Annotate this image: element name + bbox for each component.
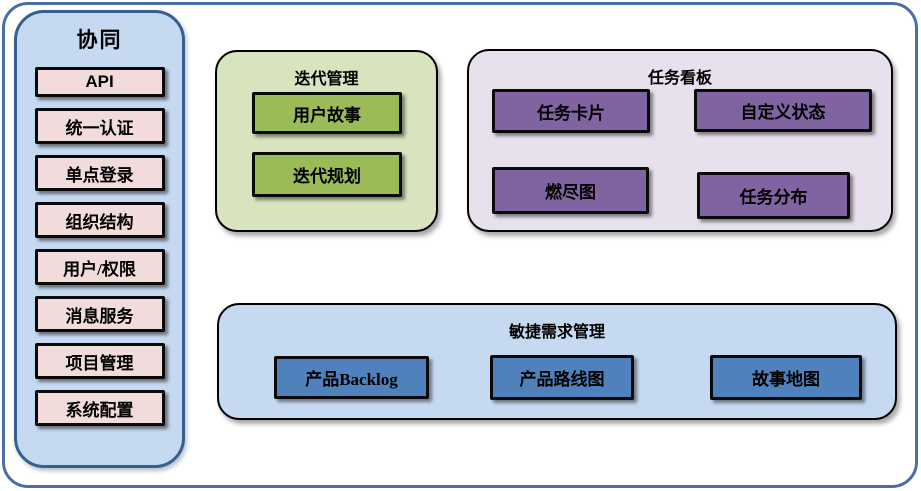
collaboration-panel-title: 协同 xyxy=(76,29,123,52)
sidebar-item-system-config: 系统配置 xyxy=(34,390,165,426)
iteration-group-title: 迭代管理 xyxy=(294,71,359,88)
kanban-item-task-card: 任务卡片 xyxy=(492,89,650,133)
requirements-item-product-backlog: 产品Backlog xyxy=(274,356,429,399)
requirements-group: 敏捷需求管理 产品Backlog 产品路线图 故事地图 xyxy=(217,303,897,420)
sidebar-item-message-service: 消息服务 xyxy=(34,296,165,332)
sidebar-item-unified-auth: 统一认证 xyxy=(34,108,165,144)
sidebar-item-sso: 单点登录 xyxy=(34,155,165,191)
requirements-item-story-map: 故事地图 xyxy=(710,355,862,400)
sidebar-item-api: API xyxy=(34,67,165,97)
iteration-group: 迭代管理 用户故事 迭代规划 xyxy=(215,50,438,232)
sidebar-item-user-permissions: 用户/权限 xyxy=(34,249,165,285)
kanban-group-title: 任务看板 xyxy=(647,70,712,87)
iteration-item-sprint-planning: 迭代规划 xyxy=(252,152,402,197)
sidebar-item-project-management: 项目管理 xyxy=(34,343,165,379)
collaboration-panel: 协同 API 统一认证 单点登录 组织结构 用户/权限 消息服务 项目管理 系统… xyxy=(14,10,185,468)
kanban-item-task-distribution: 任务分布 xyxy=(697,172,850,219)
requirements-group-title: 敏捷需求管理 xyxy=(508,324,605,341)
sidebar-item-org-structure: 组织结构 xyxy=(34,202,165,238)
requirements-item-product-roadmap: 产品路线图 xyxy=(490,355,634,400)
iteration-item-user-story: 用户故事 xyxy=(252,92,402,134)
kanban-item-custom-status: 自定义状态 xyxy=(694,89,872,132)
kanban-item-burndown-chart: 燃尽图 xyxy=(492,167,649,214)
kanban-group: 任务看板 任务卡片 自定义状态 燃尽图 任务分布 xyxy=(467,49,893,232)
